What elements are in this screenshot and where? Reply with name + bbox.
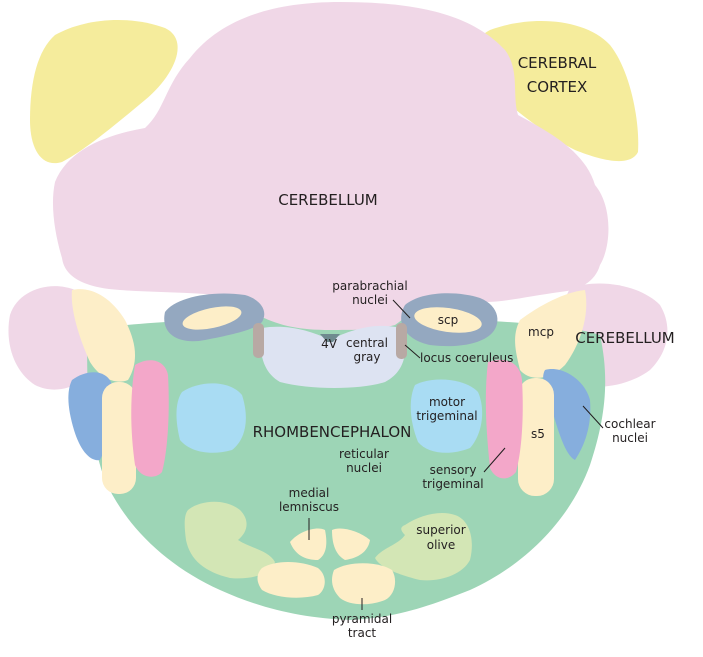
label-medial-lemniscus-2: lemniscus bbox=[279, 500, 339, 514]
cerebellum-left-lobe bbox=[8, 286, 93, 390]
label-parabrachial-1: parabrachial bbox=[332, 279, 407, 293]
mcp-right bbox=[515, 290, 587, 378]
superior-olive-left bbox=[184, 501, 275, 579]
motor-trigeminal-left bbox=[176, 383, 246, 453]
cerebral-cortex-right bbox=[472, 21, 639, 162]
cochlear-nuclei-left bbox=[68, 372, 113, 461]
label-superior-olive-2: olive bbox=[427, 538, 456, 552]
superior-olive-right bbox=[375, 513, 472, 581]
label-scp: scp bbox=[438, 313, 458, 327]
label-medial-lemniscus-1: medial bbox=[289, 486, 330, 500]
label-mcp: mcp bbox=[528, 325, 554, 339]
label-cerebellum-top: CEREBELLUM bbox=[278, 191, 378, 209]
leader-locus-coeruleus bbox=[404, 344, 421, 359]
s5-right bbox=[518, 378, 554, 496]
label-locus-coeruleus: locus coeruleus bbox=[420, 351, 513, 365]
cerebral-cortex-left bbox=[30, 19, 178, 164]
label-central-gray-1: central bbox=[346, 336, 388, 350]
label-motor-trigeminal-2: trigeminal bbox=[416, 409, 477, 423]
label-cochlear-2: nuclei bbox=[612, 431, 648, 445]
sensory-trigeminal-left bbox=[131, 360, 169, 477]
label-parabrachial-2: nuclei bbox=[352, 293, 388, 307]
leader-parabrachial bbox=[392, 299, 411, 319]
label-cerebral-cortex-1: CEREBRAL bbox=[518, 54, 597, 72]
s5-left bbox=[102, 382, 136, 494]
locus-coeruleus-right bbox=[396, 323, 407, 359]
label-central-gray-2: gray bbox=[353, 350, 380, 364]
pyramidal-tract-left bbox=[257, 562, 325, 598]
medial-lemniscus-left bbox=[290, 528, 327, 560]
label-pyramidal-1: pyramidal bbox=[332, 612, 392, 626]
label-rhombencephalon: RHOMBENCEPHALON bbox=[253, 423, 412, 441]
locus-coeruleus-left bbox=[253, 323, 264, 358]
mcp-left bbox=[71, 289, 136, 382]
cerebellum-body bbox=[52, 2, 609, 330]
central-gray bbox=[260, 325, 405, 388]
label-sensory-trigeminal-1: sensory bbox=[430, 463, 477, 477]
label-cochlear-1: cochlear bbox=[604, 417, 655, 431]
sensory-trigeminal-right bbox=[485, 359, 523, 479]
leader-sensory-trigeminal bbox=[483, 447, 506, 473]
medial-lemniscus-right bbox=[332, 528, 370, 560]
label-sensory-trigeminal-2: trigeminal bbox=[422, 477, 483, 491]
label-cerebellum-right: CEREBELLUM bbox=[575, 329, 675, 347]
label-pyramidal-2: tract bbox=[348, 626, 377, 640]
label-motor-trigeminal-1: motor bbox=[429, 395, 465, 409]
label-superior-olive-1: superior bbox=[416, 523, 465, 537]
label-fourth-ventricle: 4V bbox=[321, 337, 338, 351]
scp-left bbox=[182, 306, 242, 330]
leader-cochlear bbox=[582, 405, 604, 429]
scp-right bbox=[414, 307, 482, 333]
fourth-ventricle bbox=[320, 334, 340, 342]
label-reticular-2: nuclei bbox=[346, 461, 382, 475]
motor-trigeminal-right bbox=[410, 379, 483, 453]
label-s5: s5 bbox=[531, 427, 545, 441]
label-cerebral-cortex-2: CORTEX bbox=[527, 78, 588, 96]
pyramidal-tract-right bbox=[332, 563, 396, 605]
label-reticular-1: reticular bbox=[339, 447, 389, 461]
cochlear-nuclei-right bbox=[543, 369, 591, 460]
